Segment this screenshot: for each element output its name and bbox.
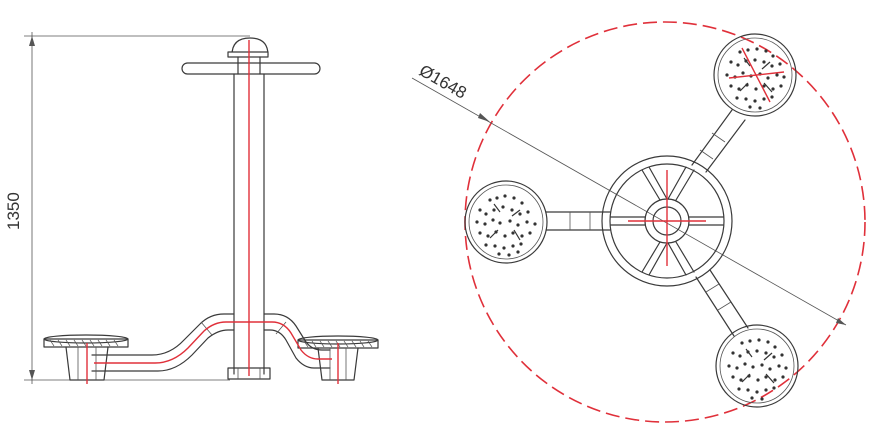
diameter-dimension-label: Ø1648 (416, 61, 470, 103)
handle-wheel (601, 155, 733, 287)
top-handlebar (181, 37, 321, 75)
foot-disc-upper-right (713, 33, 797, 117)
plan-view: Ø1648 (411, 21, 866, 423)
left-foot-platform (43, 334, 129, 381)
foot-disc-left (464, 180, 548, 264)
lower-frame-tube (91, 313, 331, 372)
main-post (227, 56, 271, 380)
plan-centerlines (628, 47, 785, 266)
foot-disc-lower-right (715, 324, 799, 408)
height-dimension-label: 1350 (4, 192, 23, 230)
side-centerlines (86, 40, 339, 384)
height-dimension: 1350 (4, 32, 250, 384)
plan-arms (545, 109, 749, 337)
side-elevation-view: 1350 (4, 32, 379, 384)
